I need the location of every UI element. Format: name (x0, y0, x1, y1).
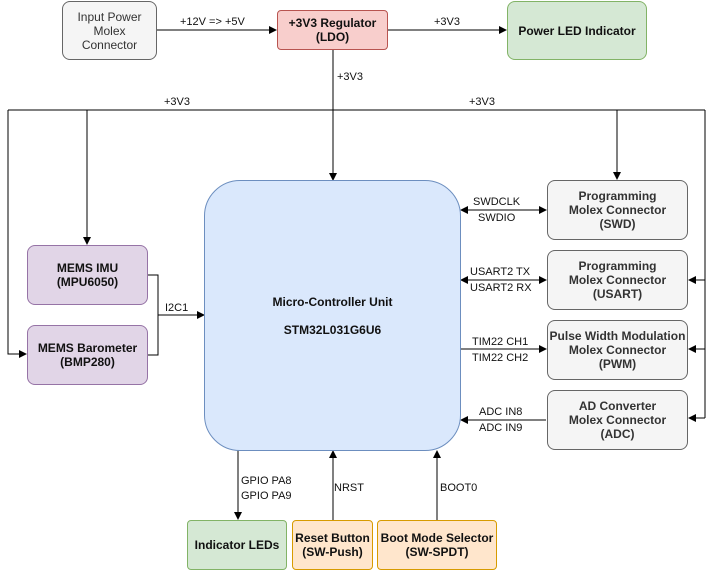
block-line: (ADC) (600, 427, 635, 441)
label-adc-in8: ADC IN8 (479, 406, 523, 418)
block-line: Molex Connector (568, 343, 667, 357)
label-reg-down: +3V3 (337, 71, 363, 83)
label-nrst: NRST (334, 482, 364, 494)
input-power-connector-block: Input Power Molex Connector (62, 1, 157, 60)
pwm-connector-block: Pulse Width Modulation Molex Connector (… (547, 320, 688, 380)
usart-connector-block: Programming Molex Connector (USART) (547, 250, 688, 310)
block-line: Power LED Indicator (518, 23, 636, 38)
label-i2c: I2C1 (165, 302, 189, 314)
block-line: Pulse Width Modulation (549, 329, 686, 343)
mcu-title: Micro-Controller Unit (272, 294, 393, 309)
regulator-block: +3V3 Regulator (LDO) (277, 10, 388, 50)
label-boot0: BOOT0 (440, 482, 478, 494)
block-line: Molex Connector (568, 273, 667, 287)
block-line: Molex Connector (568, 413, 667, 427)
block-line: Programming (578, 259, 657, 273)
block-line: Reset Button (295, 531, 370, 545)
label-swdio: SWDIO (478, 212, 516, 224)
block-line: (SW-SPDT) (405, 545, 469, 559)
block-line: Indicator LEDs (194, 538, 280, 552)
block-line: MEMS Barometer (37, 341, 138, 355)
label-adc-in9: ADC IN9 (479, 422, 523, 434)
barometer-block: MEMS Barometer (BMP280) (27, 325, 148, 385)
block-line: Programming (578, 189, 657, 203)
label-tim22-ch1: TIM22 CH1 (472, 336, 529, 348)
block-line: (BMP280) (60, 355, 115, 369)
mcu-block: Micro-Controller Unit STM32L031G6U6 (204, 180, 461, 451)
wire-imu-i2c (148, 274, 159, 356)
label-input-voltage: +12V => +5V (180, 16, 245, 28)
imu-block: MEMS IMU (MPU6050) (27, 245, 148, 305)
block-line: (USART) (592, 287, 643, 301)
block-line: (MPU6050) (56, 275, 119, 289)
mcu-part-number: STM32L031G6U6 (283, 322, 382, 337)
label-gpio-pa9: GPIO PA9 (241, 490, 292, 502)
reset-button-block: Reset Button (SW-Push) (292, 520, 373, 570)
swd-connector-block: Programming Molex Connector (SWD) (547, 180, 688, 240)
label-swdclk: SWDCLK (473, 196, 521, 208)
label-tim22-ch2: TIM22 CH2 (472, 352, 529, 364)
block-line: MEMS IMU (56, 261, 119, 275)
boot-mode-selector-block: Boot Mode Selector (SW-SPDT) (377, 520, 497, 570)
label-gpio-pa8: GPIO PA8 (241, 475, 292, 487)
label-rail-right: +3V3 (469, 96, 495, 108)
wire-rail-to-barometer (7, 110, 27, 358)
adc-connector-block: AD Converter Molex Connector (ADC) (547, 390, 688, 450)
block-line: Boot Mode Selector (380, 531, 494, 545)
block-line: (SW-Push) (302, 545, 363, 559)
block-line: (LDO) (315, 30, 350, 44)
block-line: (SWD) (599, 217, 636, 231)
label-usart-tx: USART2 TX (470, 266, 531, 278)
power-led-indicator-block: Power LED Indicator (507, 1, 647, 60)
block-line: Molex (93, 23, 126, 38)
block-line: Connector (81, 37, 138, 52)
label-rail-left: +3V3 (164, 96, 190, 108)
block-line: Molex Connector (568, 203, 667, 217)
block-line: Input Power (77, 9, 142, 24)
block-line: +3V3 Regulator (288, 16, 377, 30)
label-usart-rx: USART2 RX (470, 282, 532, 294)
label-reg-to-led: +3V3 (434, 16, 460, 28)
indicator-leds-block: Indicator LEDs (187, 520, 287, 570)
block-line: AD Converter (578, 399, 657, 413)
block-line: (PWM) (598, 357, 637, 371)
